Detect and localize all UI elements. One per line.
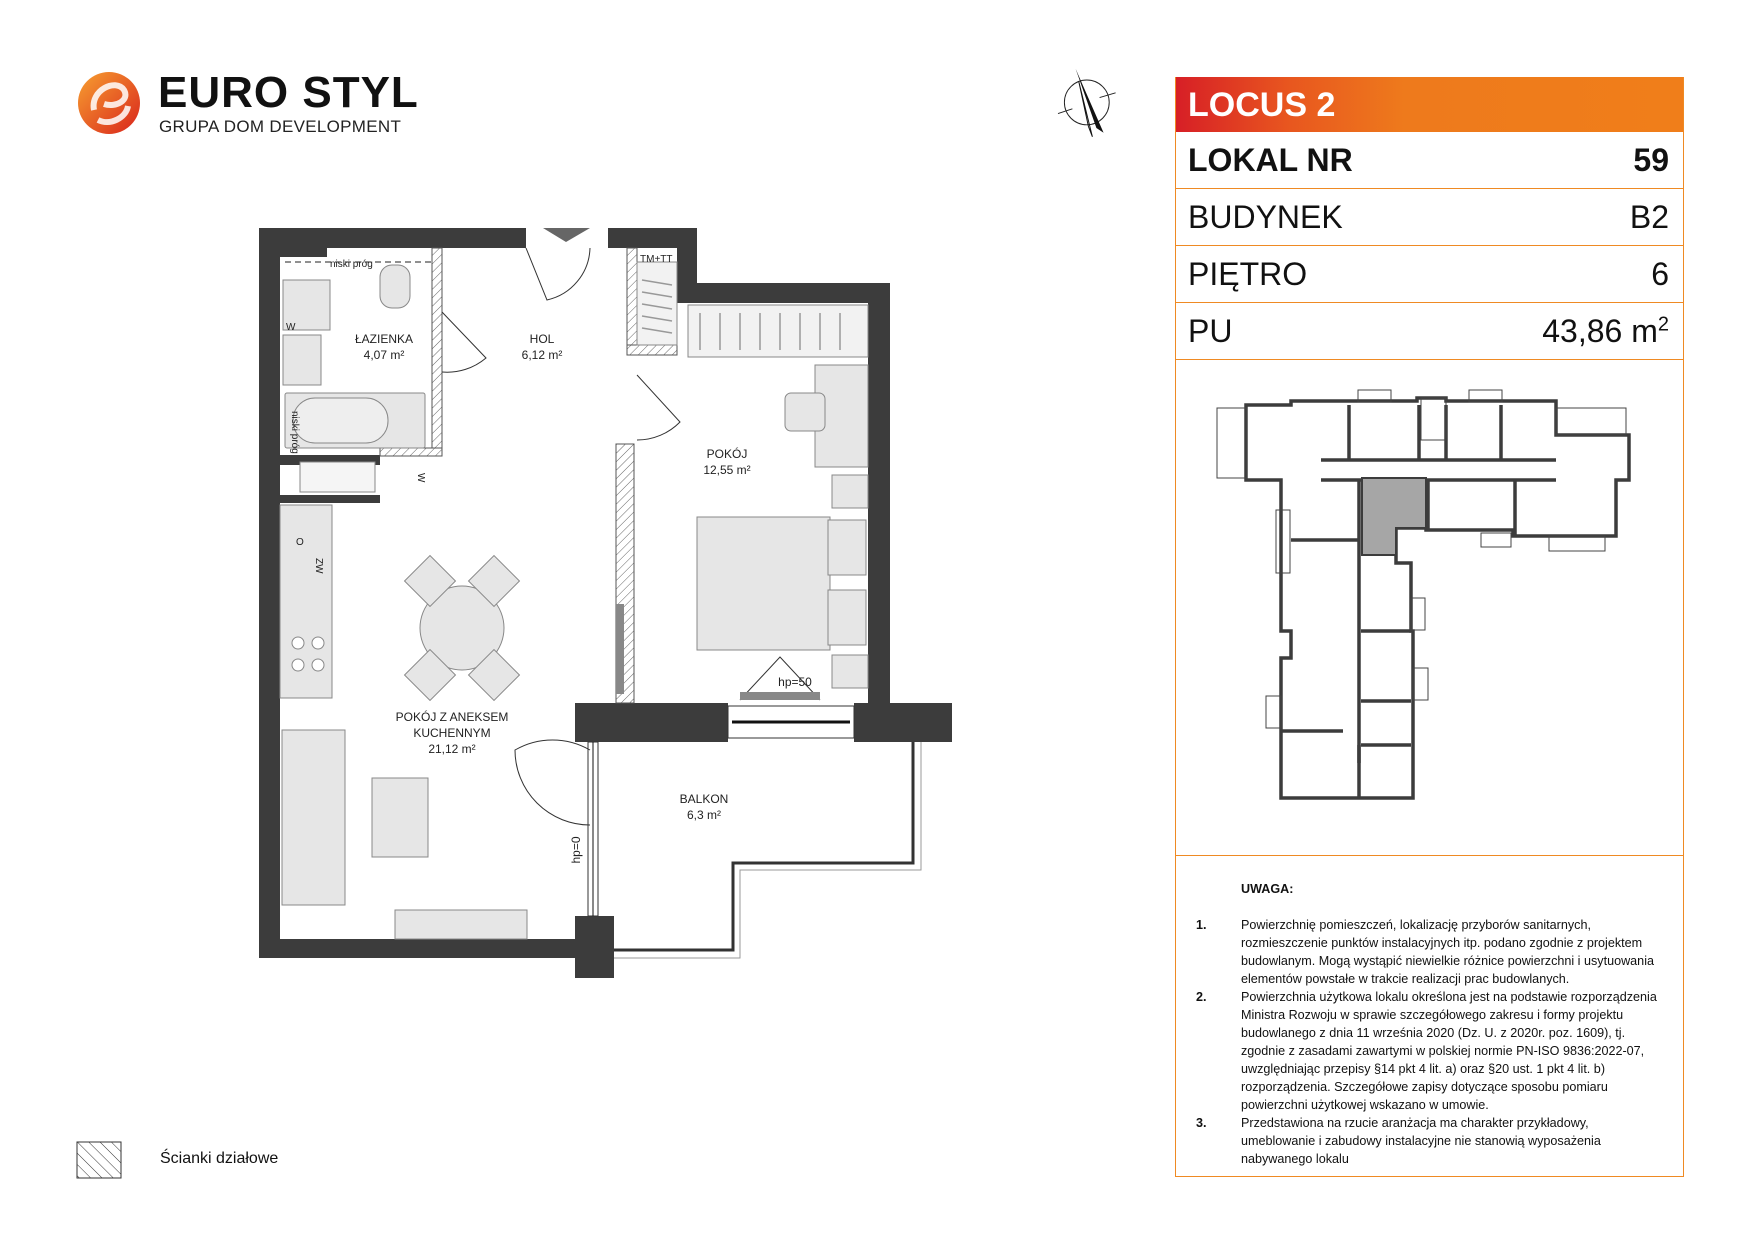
low-threshold-label-2: niski próg	[289, 411, 300, 454]
note-item: 3.Przedstawiona na rzucie aranżacja ma c…	[1196, 1116, 1601, 1166]
cold-water-label: ZW	[313, 558, 324, 574]
room-area-bathroom: 4,07 m²	[364, 348, 405, 362]
floor-plan: ŁAZIENKA 4,07 m² HOL 6,12 m² POKÓJ 12,55…	[259, 228, 952, 978]
brand-name: EURO STYL	[158, 68, 419, 117]
meter-label: TM+TT	[640, 254, 673, 265]
info-value: 59	[1633, 141, 1669, 178]
info-value: B2	[1629, 198, 1669, 235]
unit-superscript: 2	[1657, 312, 1669, 335]
room-name-living-2: KUCHENNYM	[413, 726, 490, 740]
room-name-bathroom: ŁAZIENKA	[355, 332, 413, 346]
legend-label: Ścianki działowe	[160, 1150, 279, 1167]
water-label-2: W	[415, 473, 426, 483]
partition-wall-legend-icon	[76, 1141, 122, 1179]
logo-icon	[78, 72, 140, 134]
project-name: LOCUS 2	[1176, 77, 1683, 132]
room-name-bedroom: POKÓJ	[707, 446, 748, 461]
notes-section: UWAGA: 1.Powierzchnię pomieszczeń, lokal…	[1176, 856, 1683, 1168]
room-name-living: POKÓJ Z ANEKSEM	[396, 709, 509, 724]
info-row-floor: PIĘTRO 6	[1176, 246, 1683, 303]
room-area-bedroom: 12,55 m²	[703, 463, 750, 477]
room-area-balcony: 6,3 m²	[687, 808, 721, 822]
info-value: 43,86 m	[1542, 312, 1658, 349]
low-threshold-label: niski próg	[330, 259, 373, 270]
building-key-plan	[1176, 360, 1683, 856]
info-label: PIĘTRO	[1188, 255, 1308, 292]
note-item: 1.Powierzchnię pomieszczeń, lokalizację …	[1196, 918, 1654, 986]
info-value: 6	[1651, 255, 1669, 292]
notes-title: UWAGA:	[1241, 882, 1294, 896]
water-label: W	[286, 322, 296, 333]
north-arrow-icon	[1057, 68, 1116, 137]
room-name-hall: HOL	[530, 332, 555, 346]
key-plan-svg	[1216, 389, 1631, 800]
room-area-living: 21,12 m²	[428, 742, 475, 756]
room-name-balcony: BALKON	[680, 792, 729, 806]
info-label: PU	[1188, 312, 1233, 349]
o-label: O	[296, 537, 304, 548]
brand-subtitle: GRUPA DOM DEVELOPMENT	[159, 117, 402, 136]
info-panel: LOCUS 2 LOKAL NR 59 BUDYNEK B2 PIĘTRO 6 …	[1175, 77, 1684, 1177]
info-row-area: PU 43,86 m2	[1176, 303, 1683, 360]
info-label: LOKAL NR	[1188, 141, 1353, 178]
info-row-building: BUDYNEK B2	[1176, 189, 1683, 246]
info-row-unit: LOKAL NR 59	[1176, 132, 1683, 189]
highlighted-unit	[1361, 477, 1427, 556]
walls	[259, 228, 952, 978]
window-sill-label: hp=50	[778, 675, 812, 689]
info-label: BUDYNEK	[1188, 198, 1343, 235]
door-sill-label: hp=0	[569, 836, 583, 863]
note-item: 2.Powierzchnia użytkowa lokalu określona…	[1196, 990, 1657, 1112]
room-area-hall: 6,12 m²	[522, 348, 563, 362]
